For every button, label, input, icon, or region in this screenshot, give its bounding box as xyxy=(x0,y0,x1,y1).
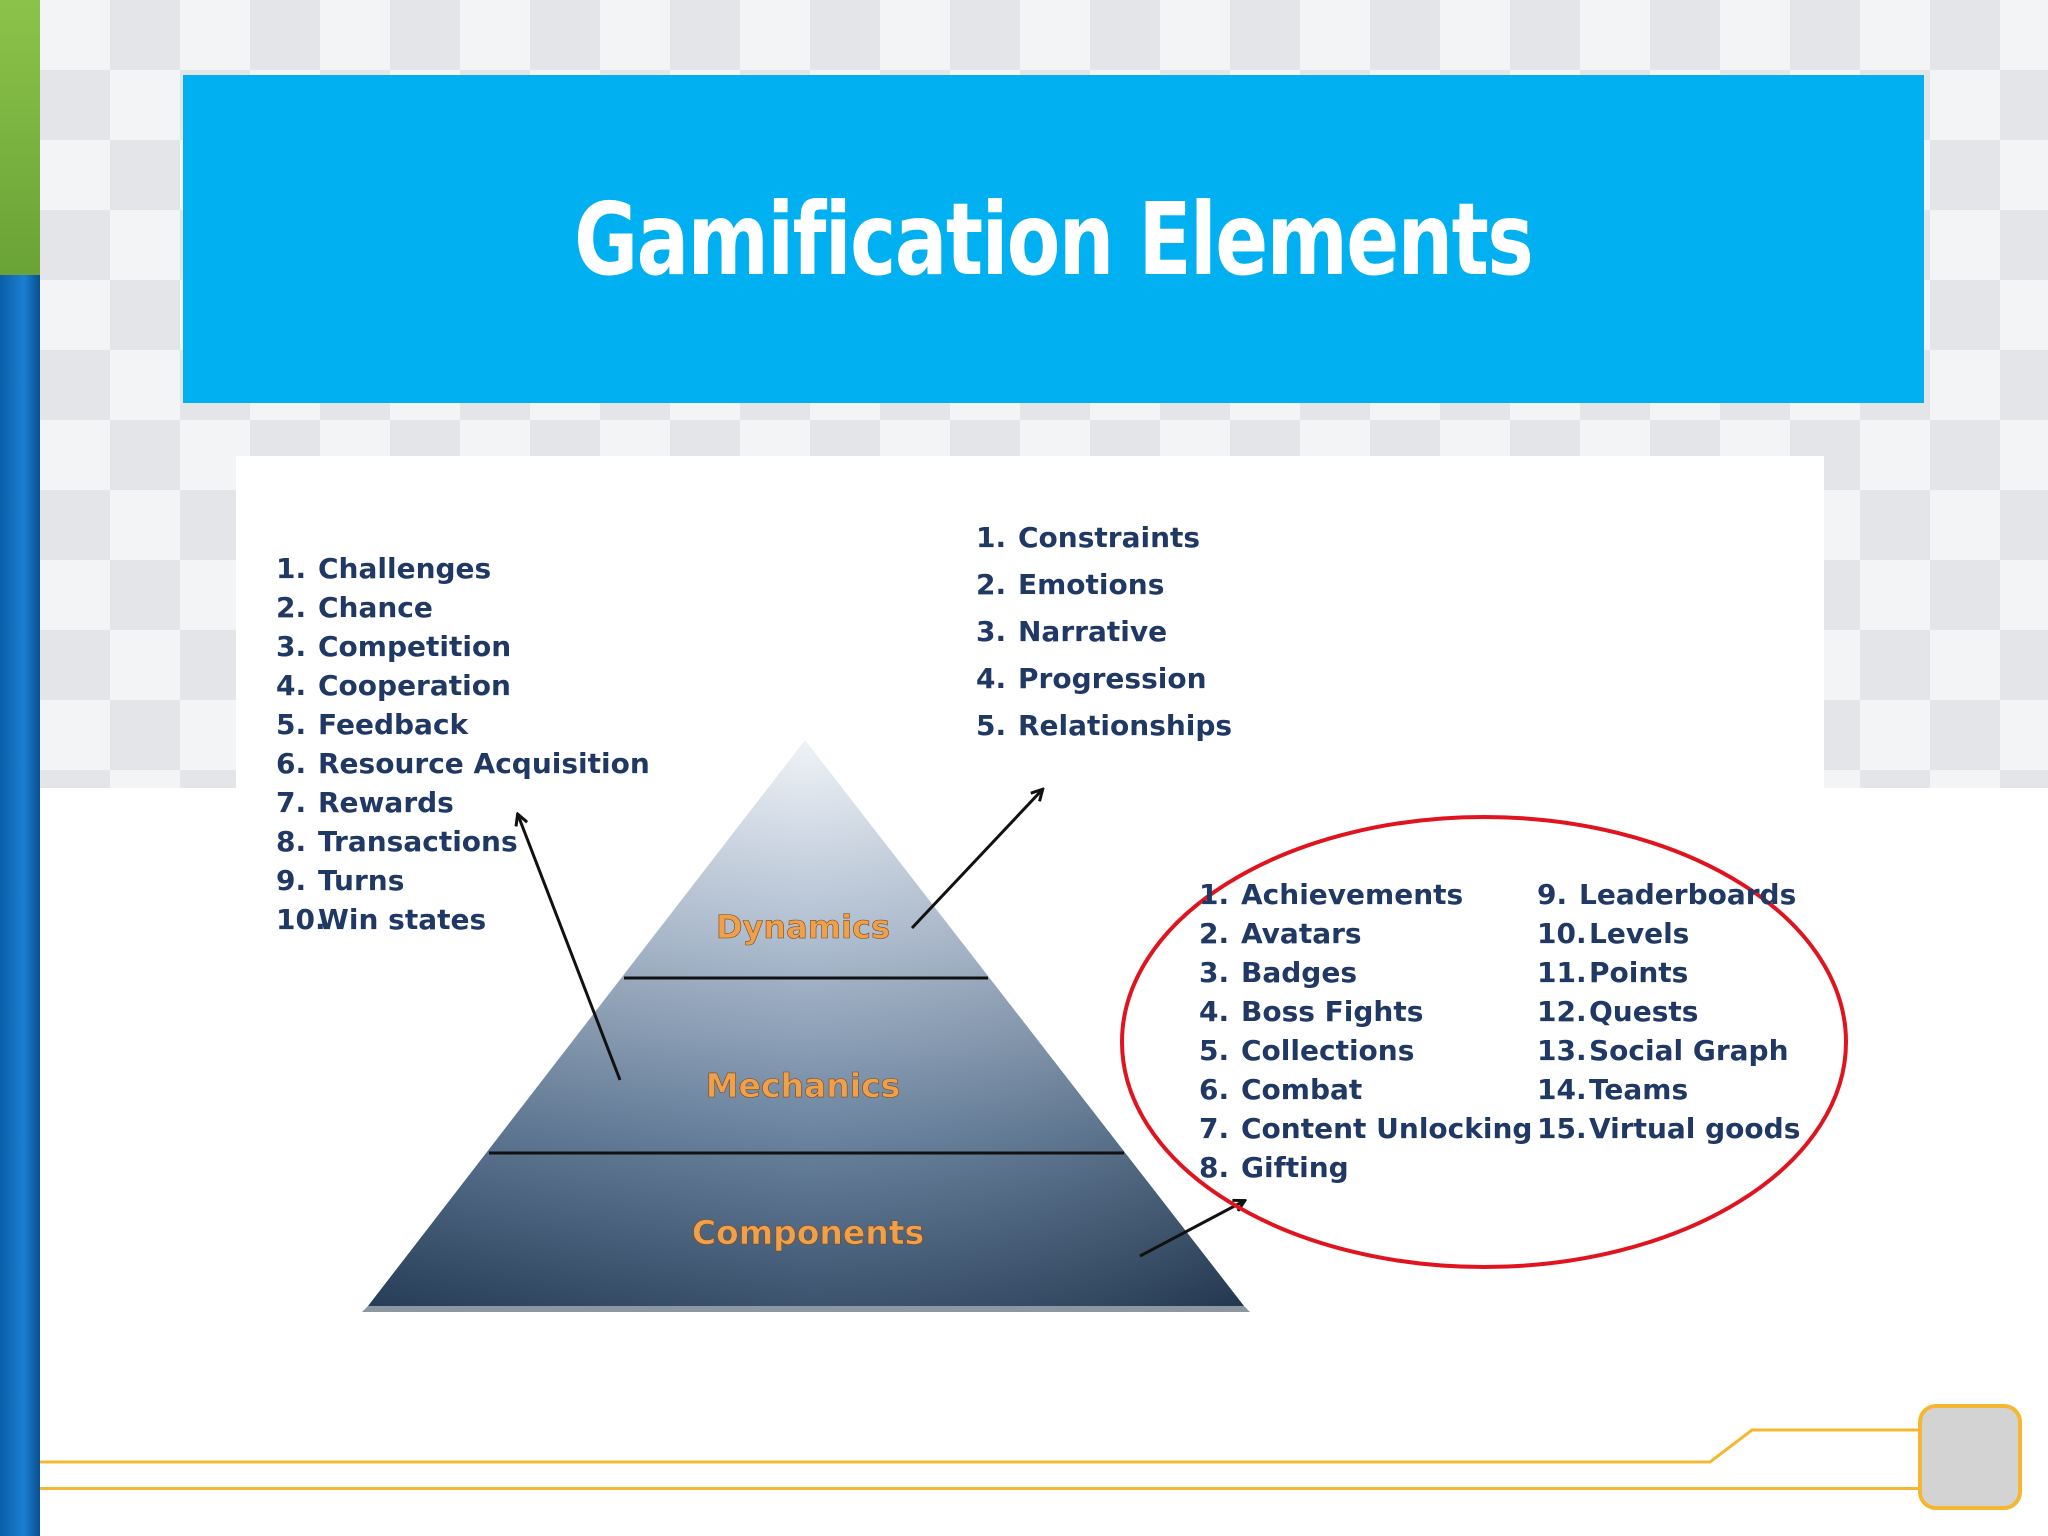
left-accent-bar-green xyxy=(0,0,40,275)
list-item: 15.Virtual goods xyxy=(1537,1112,1801,1145)
list-item: 2.Chance xyxy=(276,591,433,624)
list-item: 2.Emotions xyxy=(976,568,1165,601)
list-item: 1.Constraints xyxy=(976,521,1201,554)
list-item: 6.Combat xyxy=(1199,1073,1363,1106)
pyramid-level-dynamics: Dynamics xyxy=(716,908,890,946)
list-item: 4.Cooperation xyxy=(276,669,511,702)
arrow-to-mechanics-list xyxy=(518,815,622,1081)
components-list-col2: 9.Leaderboards 10.Levels 11.Points 12.Qu… xyxy=(1537,875,1800,1148)
list-item: 4.Progression xyxy=(976,662,1207,695)
mechanics-list: 1.Challenges 2.Chance 3.Competition 4.Co… xyxy=(276,549,650,939)
list-item: 5.Relationships xyxy=(976,709,1233,742)
list-item: 1.Challenges xyxy=(276,552,492,585)
footer-circuit-line xyxy=(40,1428,1920,1464)
list-item: 7.Content Unlocking xyxy=(1199,1112,1533,1145)
list-item: 14.Teams xyxy=(1537,1073,1689,1106)
components-list-col1: 1.Achievements 2.Avatars 3.Badges 4.Boss… xyxy=(1199,875,1532,1187)
list-item: 3.Competition xyxy=(276,630,512,663)
arrow-to-components-list xyxy=(1139,1201,1244,1258)
title-banner: Gamification Elements xyxy=(183,75,1924,403)
list-item: 9.Turns xyxy=(276,864,405,897)
list-item: 6.Resource Acquisition xyxy=(276,747,650,780)
list-item: 1.Achievements xyxy=(1199,878,1464,911)
list-item: 5.Collections xyxy=(1199,1034,1415,1067)
pyramid-level-components: Components xyxy=(692,1213,924,1252)
list-item: 13.Social Graph xyxy=(1537,1034,1789,1067)
highlight-circle xyxy=(1120,815,1848,1269)
footer-node-box xyxy=(1918,1404,2022,1510)
left-accent-bar-blue xyxy=(0,275,40,1536)
list-item: 10.Win states xyxy=(276,903,487,936)
slide-title: Gamification Elements xyxy=(574,180,1534,298)
list-item: 8.Gifting xyxy=(1199,1151,1349,1184)
list-item: 5.Feedback xyxy=(276,708,469,741)
list-item: 4.Boss Fights xyxy=(1199,995,1424,1028)
list-item: 3.Narrative xyxy=(976,615,1168,648)
list-item: 12.Quests xyxy=(1537,995,1699,1028)
arrow-to-dynamics-list xyxy=(910,790,1042,930)
list-item: 11.Points xyxy=(1537,956,1689,989)
dynamics-list: 1.Constraints 2.Emotions 3.Narrative 4.P… xyxy=(976,518,1232,753)
list-item: 3.Badges xyxy=(1199,956,1357,989)
list-item: 7.Rewards xyxy=(276,786,454,819)
list-item: 2.Avatars xyxy=(1199,917,1362,950)
list-item: 9.Leaderboards xyxy=(1537,878,1797,911)
footer-line xyxy=(40,1487,1920,1490)
list-item: 10.Levels xyxy=(1537,917,1690,950)
pyramid-level-mechanics: Mechanics xyxy=(706,1066,901,1105)
list-item: 8.Transactions xyxy=(276,825,518,858)
